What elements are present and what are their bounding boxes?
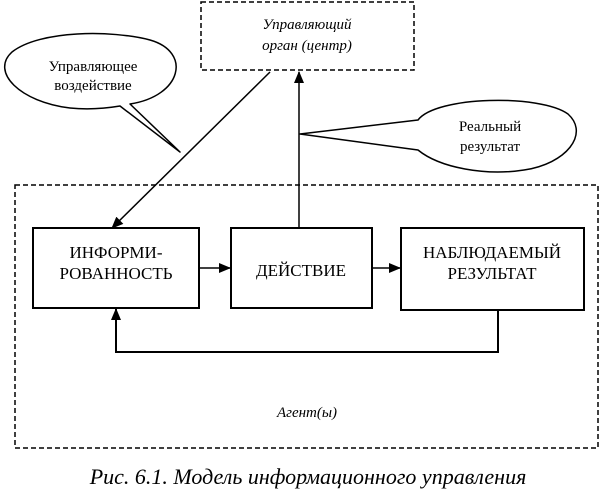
callout-control-action: Управляющее воздействие: [4, 32, 181, 153]
box-information: ИНФОРМИ- РОВАННОСТЬ: [32, 227, 200, 309]
callout-real-result-line1: Реальный: [459, 119, 521, 135]
box-observed-result: НАБЛЮДАЕМЫЙ РЕЗУЛЬТАТ: [400, 227, 585, 311]
agent-container: Агент(ы): [14, 184, 599, 449]
agent-label: Агент(ы): [276, 405, 337, 421]
callout-real-result: Реальный результат: [299, 99, 578, 173]
box-observed-result-line2: РЕЗУЛЬТАТ: [448, 264, 538, 283]
callout-control-action-line1: Управляющее: [49, 59, 138, 75]
arrow-control-to-information: [111, 71, 271, 229]
arrow-feedback-loop: [111, 308, 499, 353]
callout-control-action-line2: воздействие: [54, 78, 132, 94]
box-action: ДЕЙСТВИЕ: [230, 227, 373, 309]
control-center-line2: орган (центр): [262, 38, 352, 54]
control-center-line1: Управляющий: [262, 17, 352, 33]
box-information-line2: РОВАННОСТЬ: [59, 264, 172, 283]
box-action-label: ДЕЙСТВИЕ: [256, 261, 346, 280]
figure-caption: Рис. 6.1. Модель информационного управле…: [89, 464, 527, 489]
callout-real-result-line2: результат: [460, 139, 521, 155]
box-information-line1: ИНФОРМИ-: [70, 243, 163, 262]
box-observed-result-line1: НАБЛЮДАЕМЫЙ: [423, 243, 561, 262]
control-center-box: Управляющий орган (центр): [200, 1, 415, 71]
